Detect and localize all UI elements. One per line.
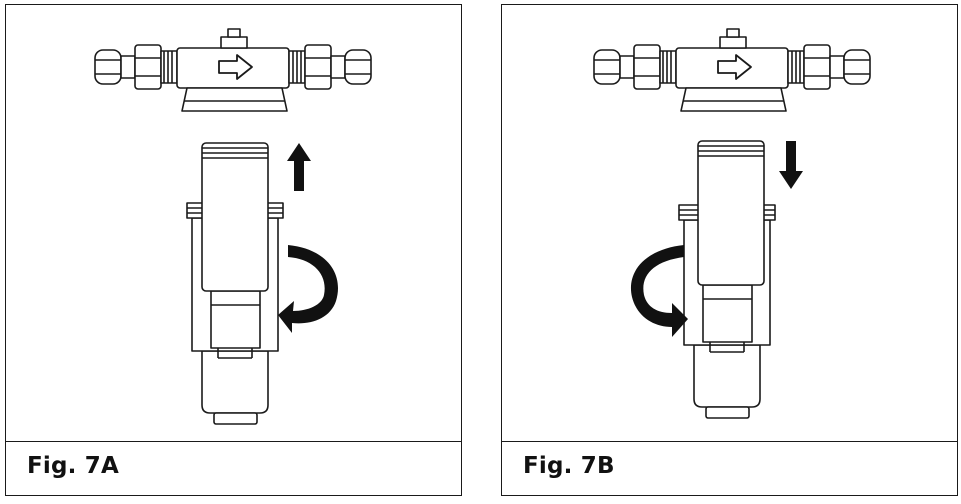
arrow-up-icon <box>287 143 311 191</box>
valve-head-assembly <box>593 28 871 112</box>
figure-panel-7b: Fig. 7B <box>501 4 958 496</box>
figure-panel-7a: Fig. 7A <box>5 4 462 496</box>
arrow-down-icon <box>779 141 803 189</box>
rotate-clockwise-icon <box>278 245 338 333</box>
filter-bowl <box>678 140 776 419</box>
filter-bowl <box>186 142 284 425</box>
figure-caption: Fig. 7B <box>523 453 615 479</box>
filter-removal-diagram <box>94 28 372 425</box>
filter-install-diagram <box>593 28 871 419</box>
figure-caption: Fig. 7A <box>27 453 120 479</box>
rotate-counterclockwise-icon <box>630 245 688 337</box>
valve-head-assembly <box>94 28 372 112</box>
caption-bar: Fig. 7A <box>6 441 461 495</box>
caption-bar: Fig. 7B <box>502 441 957 495</box>
